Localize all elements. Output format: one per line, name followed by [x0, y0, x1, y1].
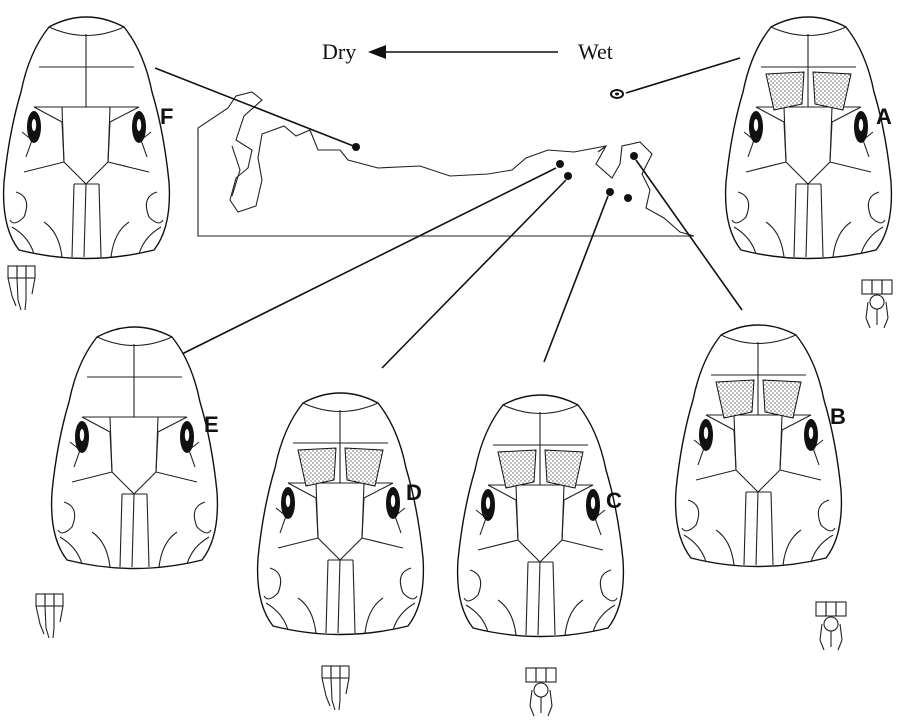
sample-site-marker-C2 — [624, 194, 632, 202]
connector-A — [626, 58, 740, 93]
head-illustration-E — [52, 327, 218, 569]
panel-label-B: B — [830, 404, 846, 429]
connector-F — [155, 68, 356, 147]
head-illustration-B — [676, 325, 842, 567]
dry-label: Dry — [322, 39, 356, 64]
panel-label-D: D — [406, 480, 422, 505]
tail-sketch-E — [36, 594, 63, 638]
sample-site-marker-D — [564, 172, 572, 180]
panel-label-A: A — [876, 104, 892, 129]
head-illustration-D — [258, 393, 424, 635]
sample-site-marker-C1 — [606, 188, 614, 196]
head-illustration-F — [4, 17, 170, 259]
sample-site-marker-B — [630, 152, 638, 160]
tail-sketch-D — [322, 666, 349, 710]
tail-sketch-A — [862, 280, 892, 328]
tail-sketch-B — [816, 602, 846, 650]
tail-sketch-F — [8, 266, 35, 310]
sample-site-marker-E — [556, 160, 564, 168]
tail-sketch-C — [526, 668, 556, 716]
gradient-arrowhead-icon — [368, 45, 386, 59]
wet-label: Wet — [578, 39, 613, 64]
panel-label-C: C — [606, 488, 622, 513]
head-illustration-A — [726, 17, 892, 259]
connector-C — [544, 196, 608, 362]
panel-label-E: E — [204, 412, 219, 437]
head-illustration-C — [458, 395, 624, 637]
connector-E — [182, 168, 556, 354]
panel-label-F: F — [160, 104, 173, 129]
